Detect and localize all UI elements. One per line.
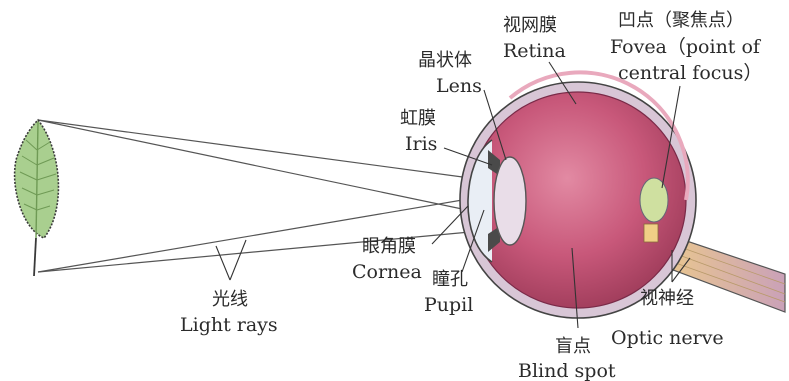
cornea-label-en: Cornea xyxy=(352,261,422,283)
blind-spot-shape xyxy=(644,224,658,242)
fovea-label-en-1: Fovea（point of xyxy=(610,36,762,58)
lens-label-cn: 晶状体 xyxy=(418,50,472,71)
light-rays-label-cn: 光线 xyxy=(212,289,248,310)
retina-label-cn: 视网膜 xyxy=(503,15,557,36)
light-rays-label-en: Light rays xyxy=(180,314,278,336)
iris-label-cn: 虹膜 xyxy=(400,108,436,129)
retina-label-en: Retina xyxy=(503,40,566,62)
optic-nerve-label-en: Optic nerve xyxy=(611,327,724,349)
pupil-label-cn: 瞳孔 xyxy=(432,269,468,290)
blind-spot-label-en: Blind spot xyxy=(518,360,616,381)
optic-nerve-label-cn: 视神经 xyxy=(640,288,694,309)
fovea-label-cn: 凹点（聚焦点） xyxy=(618,10,744,31)
fovea-label-en-2: central focus） xyxy=(618,62,762,84)
blind-spot-label-cn: 盲点 xyxy=(555,336,591,357)
cornea-label-cn: 眼角膜 xyxy=(362,236,416,257)
pupil-label-en: Pupil xyxy=(424,294,473,316)
leaf-object xyxy=(15,120,59,276)
leaf-stem xyxy=(34,238,36,276)
lens-label-en: Lens xyxy=(436,75,482,97)
iris-label-en: Iris xyxy=(405,133,437,155)
lens-shape xyxy=(494,157,526,245)
fovea-shape xyxy=(640,178,668,222)
